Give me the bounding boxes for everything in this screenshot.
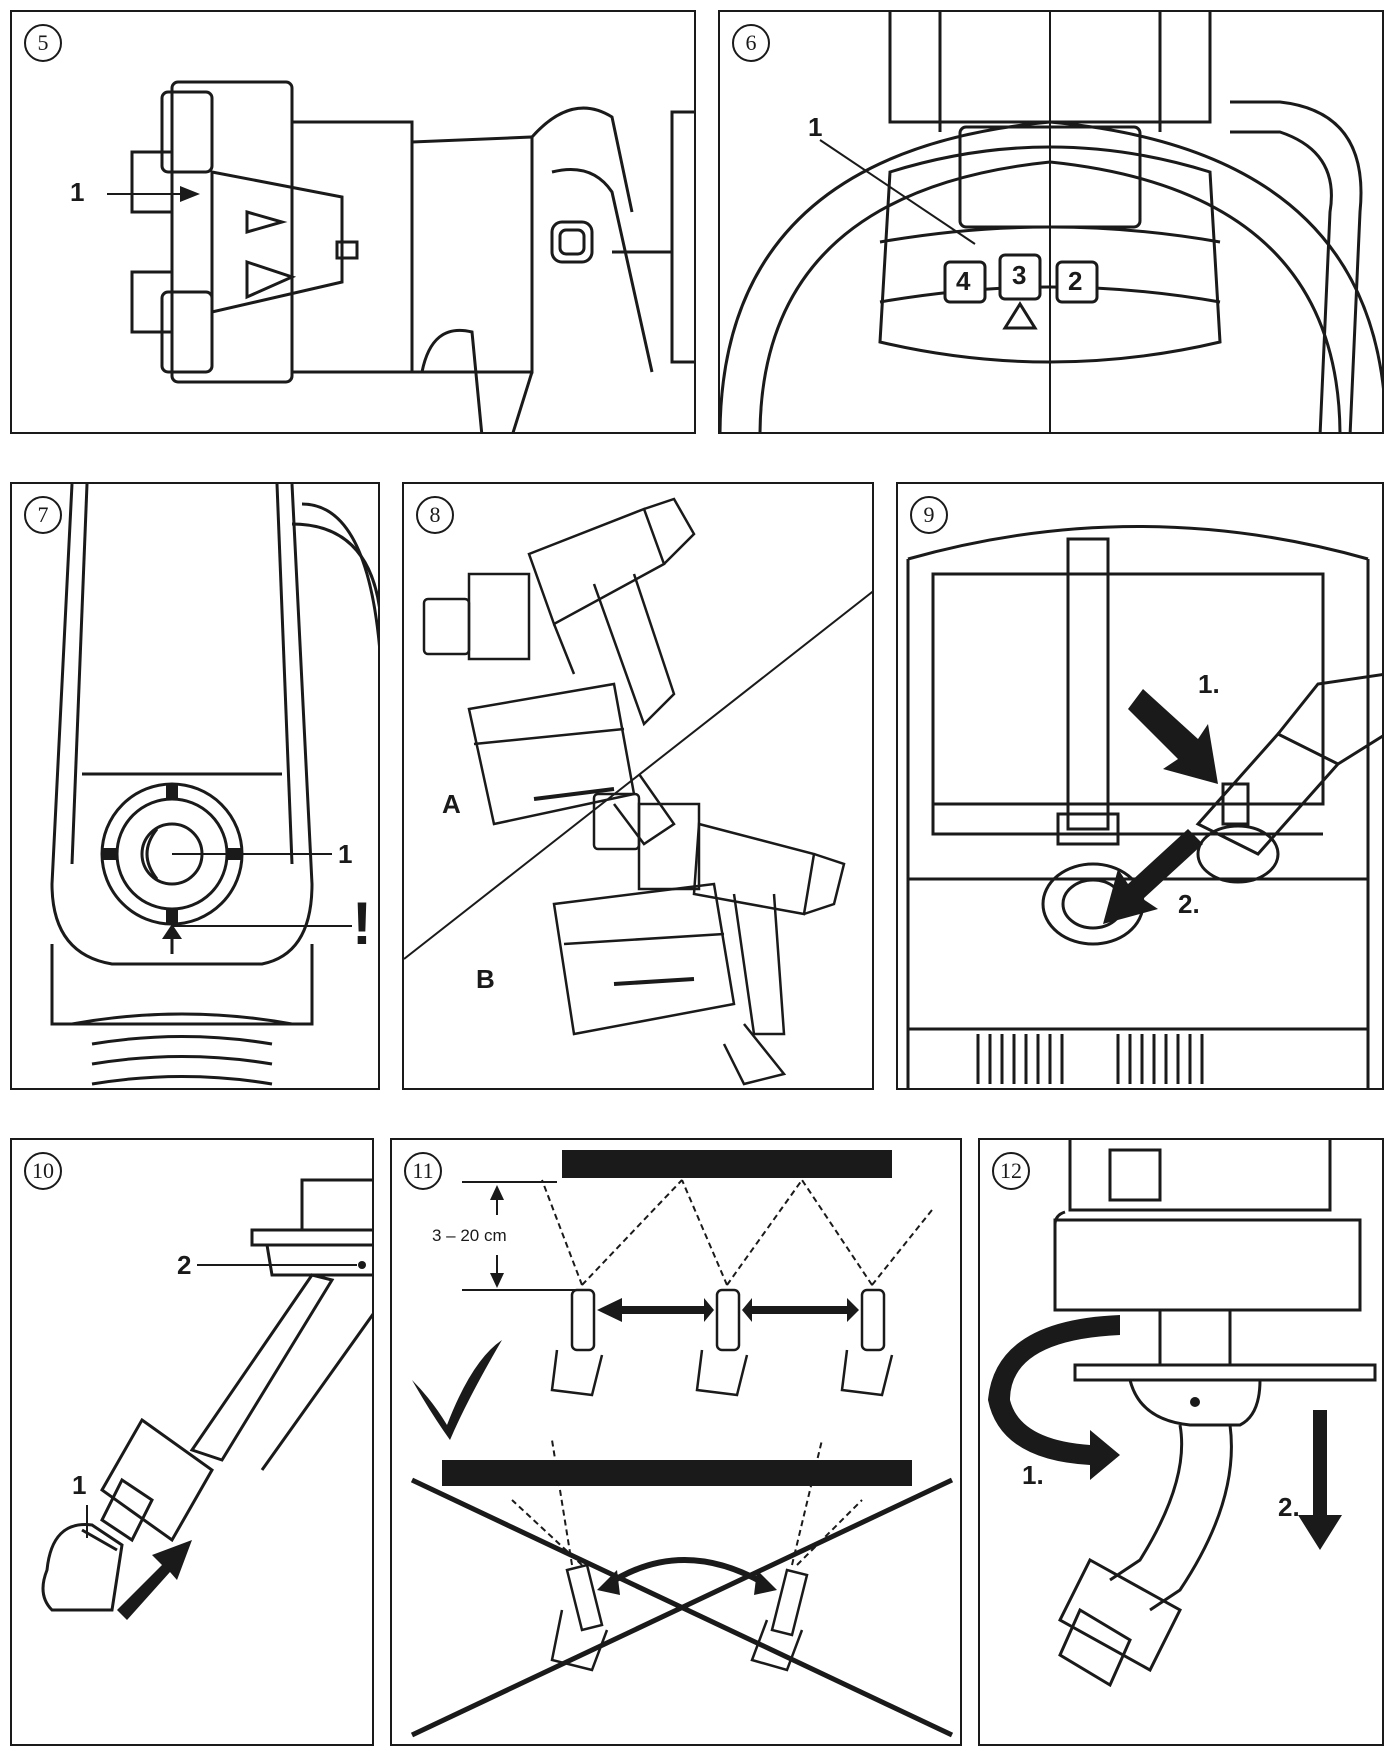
spray-technique-illustration bbox=[410, 1150, 954, 1738]
nozzle-cap-illustration bbox=[41, 1178, 372, 1620]
callout-1: 1 bbox=[338, 839, 353, 869]
panel-8: 8 bbox=[402, 482, 874, 1090]
distance-label: 3 – 20 cm bbox=[432, 1226, 507, 1245]
step-2-label: 2. bbox=[1178, 889, 1200, 919]
step-number: 6 bbox=[732, 24, 770, 62]
panel-6: 6 1 4 3 2 bbox=[718, 10, 1384, 434]
dial-mark-4: 4 bbox=[956, 266, 971, 296]
callout-1: 1 bbox=[808, 112, 823, 142]
tilt-angle-illustration bbox=[404, 497, 872, 1086]
callout-1: 1 bbox=[72, 1470, 87, 1500]
panel-9: 9 bbox=[896, 482, 1384, 1090]
step-number: 12 bbox=[992, 1152, 1030, 1190]
warning-mark: ! bbox=[352, 890, 372, 957]
step-number: 10 bbox=[24, 1152, 62, 1190]
callout-1: 1 bbox=[70, 177, 85, 207]
hose-connection-illustration bbox=[906, 525, 1382, 1088]
step-number: 7 bbox=[24, 496, 62, 534]
step-1-label: 1. bbox=[1198, 669, 1220, 699]
panel-5: 5 1 bbox=[10, 10, 696, 434]
panel-11: 11 bbox=[390, 1138, 962, 1746]
nozzle-side-illustration bbox=[107, 80, 694, 432]
step-number: 9 bbox=[910, 496, 948, 534]
step-number: 5 bbox=[24, 24, 62, 62]
panel-7: 7 1 ! bbox=[10, 482, 380, 1090]
dial-mark-2: 2 bbox=[1068, 266, 1083, 296]
dial-mark-3: 3 bbox=[1012, 260, 1027, 290]
valve-underside-illustration bbox=[50, 484, 378, 1086]
step-number: 8 bbox=[416, 496, 454, 534]
dial-setting-illustration bbox=[720, 12, 1382, 432]
callout-2: 2 bbox=[177, 1250, 192, 1280]
step-number: 11 bbox=[404, 1152, 442, 1190]
variant-b-label: B bbox=[476, 964, 495, 994]
variant-a-label: A bbox=[442, 789, 461, 819]
step-1-label: 1. bbox=[1022, 1460, 1044, 1490]
panel-12: 12 1. 2. bbox=[978, 1138, 1384, 1746]
step-2-label: 2. bbox=[1278, 1492, 1300, 1522]
panel-10: 10 1 2 bbox=[10, 1138, 374, 1746]
nozzle-removal-illustration bbox=[988, 1140, 1377, 1688]
